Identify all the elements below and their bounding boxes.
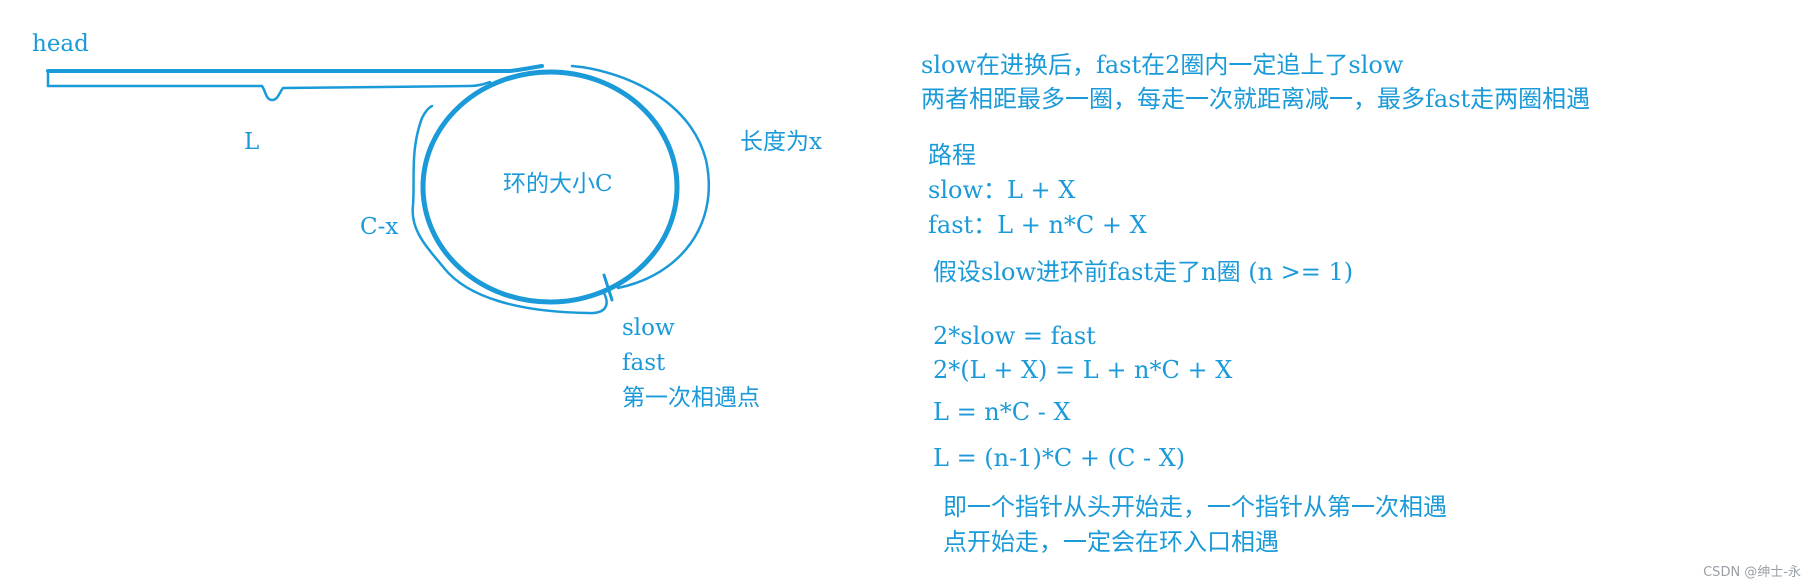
csdn-watermark: CSDN @绅士-永 [1703, 565, 1801, 580]
fast-path: fast：L + n*C + X [928, 211, 1147, 239]
equation-4: L = (n-1)*C + (C - X) [933, 444, 1186, 472]
intro-line-1: slow在进换后，fast在2圈内一定追上了slow [921, 51, 1404, 79]
equation-2: 2*(L + X) = L + n*C + X [933, 356, 1233, 384]
meet-point-label: 第一次相遇点 [622, 385, 760, 411]
segment-l-label: L [244, 129, 260, 155]
equation-1: 2*slow = fast [933, 322, 1096, 350]
slow-path: slow：L + X [928, 176, 1076, 204]
list-segment-bottom [46, 69, 492, 102]
intro-line-2: 两者相距最多一圈，每走一次就距离减一，最多fast走两圈相遇 [921, 85, 1591, 113]
equation-3: L = n*C - X [933, 398, 1071, 426]
conclusion-line-1: 即一个指针从头开始走，一个指针从第一次相遇 [943, 493, 1447, 521]
meet-fast-label: fast [622, 350, 666, 376]
assumption: 假设slow进环前fast走了n圈 (n >= 1) [933, 258, 1354, 286]
arc-x-label: 长度为x [740, 129, 822, 155]
route-title: 路程 [928, 141, 976, 169]
cycle-ring [420, 69, 680, 305]
arc-c-minus-x-label: C-x [360, 214, 399, 240]
meet-point-tick [602, 273, 614, 302]
list-segment-top [46, 64, 544, 73]
head-label: head [32, 31, 89, 57]
arc-c-minus-x [411, 104, 608, 315]
meet-slow-label: slow [622, 315, 675, 341]
arc-x [570, 64, 711, 290]
cycle-size-label: 环的大小C [503, 171, 613, 197]
conclusion-line-2: 点开始走，一定会在环入口相遇 [943, 528, 1279, 556]
